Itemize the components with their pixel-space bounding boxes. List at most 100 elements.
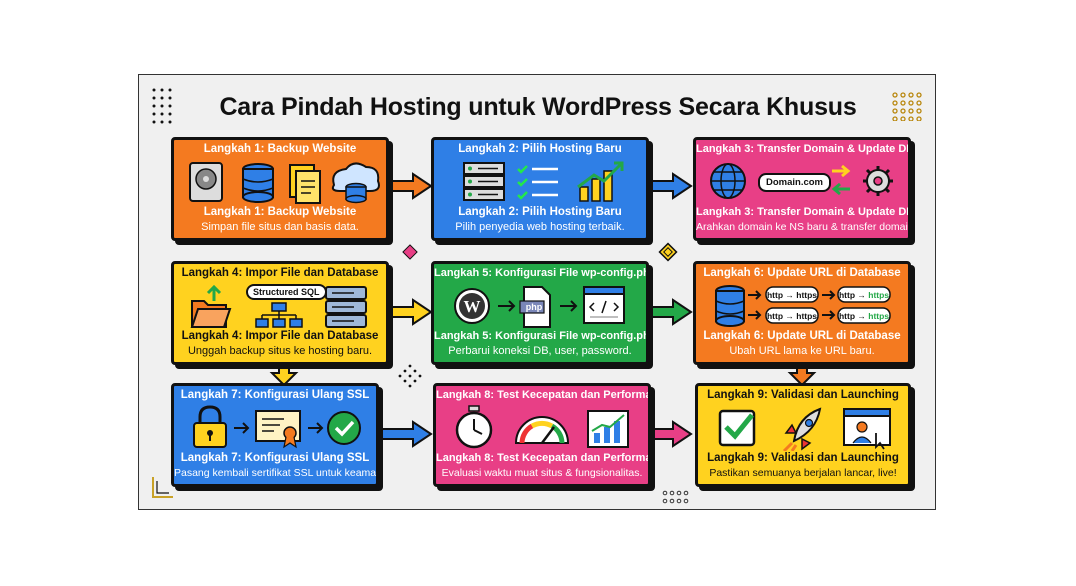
- step-title: Langkah 7: Konfigurasi Ulang SSL: [180, 389, 370, 401]
- diamond-decoration: [658, 242, 678, 262]
- hard-drive-icon: [189, 162, 223, 202]
- step-1-card: Langkah 1: Backup Website Langkah 1: Bac…: [171, 137, 389, 241]
- checklist-icon: [517, 165, 558, 200]
- step-subtitle: Langkah 7: Konfigurasi Ulang SSL: [180, 452, 370, 464]
- wordpress-icon: W: [454, 288, 490, 324]
- php-file-icon: [519, 286, 551, 328]
- url-to: https: [796, 290, 818, 300]
- growth-chart-icon: [577, 161, 624, 202]
- step-description: Unggah backup situs ke hosting baru.: [187, 345, 373, 357]
- step-3-card: Langkah 3: Transfer Domain & Update DNS …: [693, 137, 911, 241]
- step-4-card: Langkah 4: Impor File dan Database Struc…: [171, 261, 389, 365]
- step-title: Langkah 1: Backup Website: [203, 143, 357, 155]
- step-9-icons: [718, 407, 891, 451]
- step-5-card: Langkah 5: Konfigurasi File wp-config.ph…: [431, 261, 649, 365]
- step-subtitle: Langkah 4: Impor File dan Database: [181, 330, 379, 342]
- step-subtitle: Langkah 6: Update URL di Database: [703, 330, 901, 342]
- url-to: https: [868, 311, 890, 321]
- database-icon: [242, 163, 274, 203]
- step-title: Langkah 5: Konfigurasi File wp-config.ph…: [434, 267, 649, 279]
- structured-sql-badge: Structured SQL: [246, 284, 327, 300]
- step-9-card: Langkah 9: Validasi dan Launching Langka…: [695, 383, 911, 487]
- dots-decoration: [892, 92, 922, 121]
- arrow-right-icon: [560, 300, 578, 312]
- infographic-frame: Cara Pindah Hosting untuk WordPress Seca…: [138, 74, 936, 510]
- step-2-icons: [463, 161, 624, 202]
- step-subtitle: Langkah 3: Transfer Domain & Update DNS: [696, 206, 911, 218]
- cloud-database-icon: [331, 162, 380, 204]
- arrow-right-icon: [308, 422, 324, 434]
- flow-arrow: [378, 420, 433, 448]
- step-title: Langkah 4: Impor File dan Database: [181, 267, 379, 279]
- gear-icon: [863, 166, 893, 196]
- globe-icon: [710, 163, 746, 199]
- step-subtitle: Langkah 2: Pilih Hosting Baru: [458, 206, 622, 218]
- step-7-card: Langkah 7: Konfigurasi Ulang SSL Langkah…: [171, 383, 379, 487]
- arrow-right-icon: [822, 290, 836, 320]
- step-title: Langkah 8: Test Kecepatan dan Performa: [436, 389, 651, 401]
- diamond-decoration: [402, 244, 418, 260]
- browser-user-icon: [843, 408, 891, 450]
- url-pill: http → https: [766, 290, 818, 300]
- step-6-icons: [715, 285, 891, 327]
- checkbox-icon: [718, 409, 756, 447]
- step-subtitle: Langkah 8: Test Kecepatan dan Performa: [436, 452, 651, 464]
- step-description: Perbarui koneksi DB, user, password.: [448, 345, 632, 357]
- url-pill: http → https: [766, 311, 818, 321]
- dots-decoration: [662, 490, 689, 504]
- step-1-icons: [189, 162, 380, 204]
- step-description: Pasang kembali sertifikat SSL untuk keam…: [174, 467, 379, 479]
- domain-badge: Domain.com: [758, 173, 832, 192]
- step-2-card: Langkah 2: Pilih Hosting Baru Langkah 2:…: [431, 137, 649, 241]
- step-title: Langkah 2: Pilih Hosting Baru: [458, 143, 622, 155]
- padlock-icon: [193, 405, 227, 448]
- corner-decoration: [152, 477, 173, 498]
- step-7-icons: [193, 405, 361, 449]
- url-to: https: [796, 311, 818, 321]
- url-from: http: [838, 290, 856, 300]
- step-8-icons: [455, 405, 629, 449]
- page-title: Cara Pindah Hosting untuk WordPress Seca…: [219, 93, 857, 121]
- sitemap-icon: [255, 302, 303, 328]
- database-icon: [715, 285, 745, 327]
- step-description: Pastikan semuanya berjalan lancar, live!: [709, 467, 897, 479]
- rocket-icon: [782, 407, 822, 451]
- url-from: http: [766, 290, 784, 300]
- folder-upload-icon: [190, 284, 232, 328]
- step-3-icons: [710, 163, 893, 199]
- url-pill: http → https: [838, 311, 890, 321]
- step-description: Arahkan domain ke NS baru & transfer dom…: [696, 221, 911, 233]
- server-database-icon: [325, 286, 367, 328]
- url-from: http: [766, 311, 784, 321]
- dots-decoration: [152, 88, 172, 124]
- arrow-right-icon: [234, 422, 250, 434]
- step-4-icons: [190, 284, 367, 328]
- svg-text:W: W: [464, 297, 481, 316]
- bar-chart-icon: [587, 410, 629, 448]
- stopwatch-icon: [455, 405, 493, 449]
- url-pill: http → https: [838, 290, 890, 300]
- server-rack-icon: [463, 162, 505, 201]
- step-subtitle: Langkah 1: Backup Website: [203, 206, 357, 218]
- arrow-right-icon: [498, 300, 516, 312]
- step-subtitle: Langkah 5: Konfigurasi File wp-config.ph…: [434, 330, 649, 342]
- step-description: Ubah URL lama ke URL baru.: [729, 345, 875, 357]
- php-label: php: [525, 302, 543, 312]
- url-to: https: [868, 290, 890, 300]
- step-subtitle: Langkah 9: Validasi dan Launching: [707, 452, 899, 464]
- transfer-arrows-icon: [831, 164, 851, 196]
- step-8-card: Langkah 8: Test Kecepatan dan Performa L…: [433, 383, 651, 487]
- step-title: Langkah 6: Update URL di Database: [703, 267, 901, 279]
- code-window-icon: [583, 286, 625, 324]
- step-6-card: Langkah 6: Update URL di Database http →…: [693, 261, 911, 365]
- arrow-right-icon: [748, 290, 762, 320]
- step-5-icons: W: [454, 286, 625, 328]
- speedometer-icon: [514, 416, 570, 444]
- dots-decoration: [398, 364, 422, 388]
- files-icon: [289, 164, 321, 204]
- step-description: Evaluasi waktu muat situs & fungsionalit…: [441, 467, 643, 479]
- step-description: Pilih penyedia web hosting terbaik.: [455, 221, 625, 233]
- step-description: Simpan file situs dan basis data.: [201, 221, 359, 233]
- url-from: http: [838, 311, 856, 321]
- step-title: Langkah 3: Transfer Domain & Update DNS: [696, 143, 911, 155]
